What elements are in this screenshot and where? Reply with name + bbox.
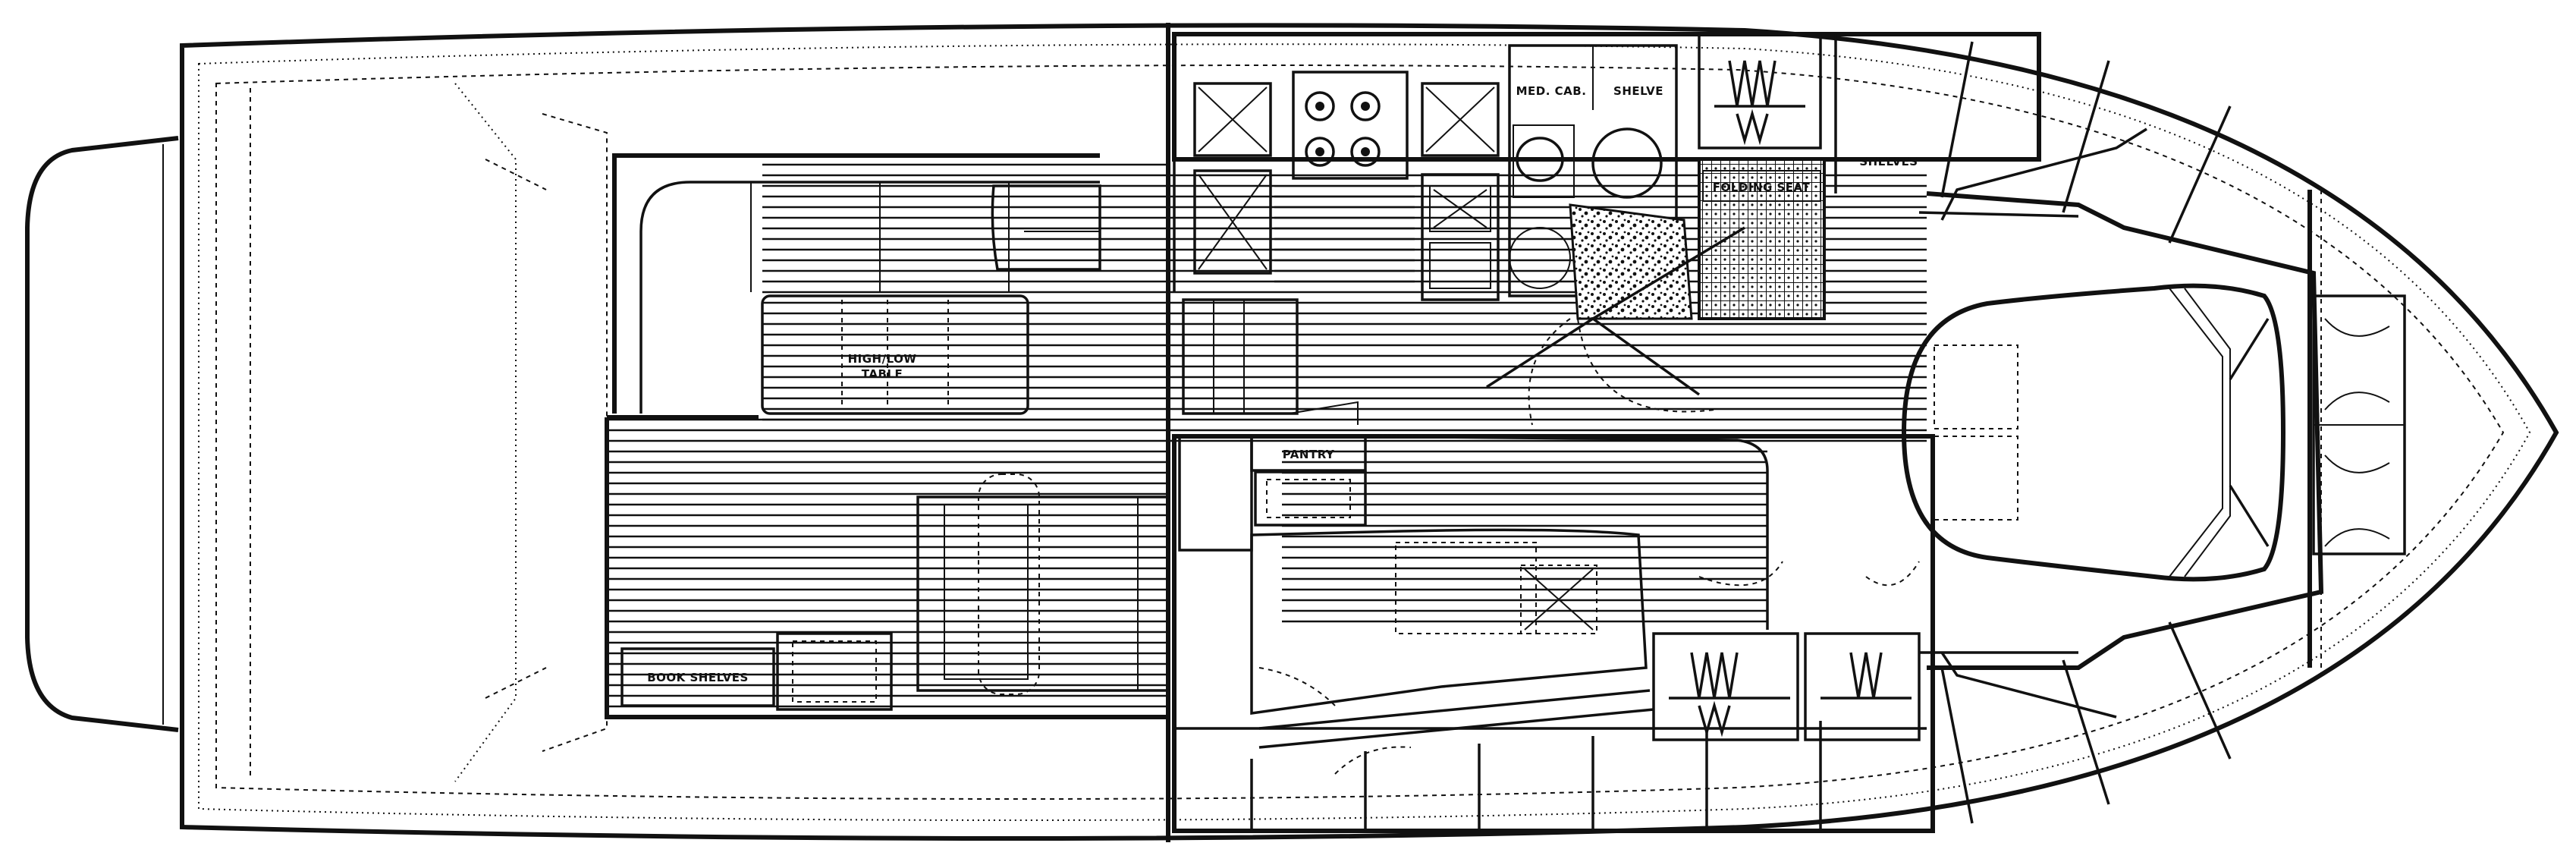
shelve-label: SHELVE	[1613, 84, 1663, 98]
burner-icon	[1305, 91, 1381, 167]
shower: FOLDING SEAT	[1698, 158, 1826, 320]
lower-lockers	[1174, 721, 1927, 831]
high-low-table-label: HIGH/LOW	[848, 352, 917, 366]
pantry-label: PANTRY	[1283, 448, 1335, 461]
book-shelves: BOOK SHELVES	[620, 632, 893, 711]
med-cab-label: MED. CAB.	[1516, 84, 1587, 98]
book-shelves-label: BOOK SHELVES	[647, 671, 749, 684]
swim-platform	[25, 136, 183, 732]
folding-seat-label: FOLDING SEAT	[1713, 181, 1811, 194]
high-low-table: HIGH/LOW TABLE	[761, 294, 1029, 415]
hanging-locker-upper	[1698, 33, 1822, 149]
cockpit	[250, 83, 608, 782]
hull-frames	[1834, 34, 2322, 824]
galley	[1172, 32, 2041, 415]
bow-lockers	[2307, 190, 2406, 668]
door-swing-lines	[1289, 226, 1920, 630]
forward-cabin	[1901, 127, 2324, 719]
guest-berth	[1172, 434, 1935, 833]
high-low-table-label-2: TABLE	[862, 367, 903, 381]
shelves-label: SHELVES	[1859, 155, 1918, 168]
salon-settee	[612, 153, 1101, 414]
fwd-shelves: SHELVES	[1859, 155, 1918, 168]
hanging-locker-lower	[1652, 632, 1921, 741]
head-compartment: MED. CAB. SHELVE	[1508, 44, 1693, 320]
